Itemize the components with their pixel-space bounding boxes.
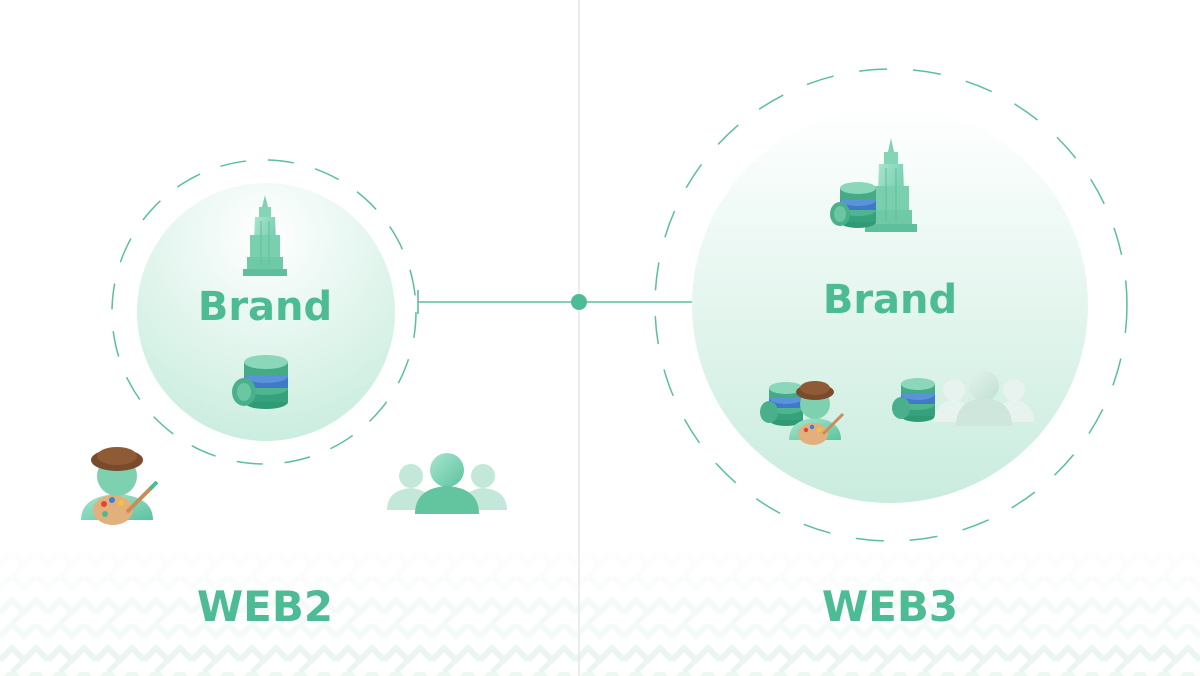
building-icon xyxy=(865,138,917,232)
web2-circle xyxy=(137,183,395,441)
web2-section-label: WEB2 xyxy=(196,582,334,631)
community-icon xyxy=(934,371,1034,426)
web3-brand-label: Brand xyxy=(822,277,958,323)
coin-stack-icon xyxy=(892,378,935,422)
building-icon xyxy=(243,195,287,276)
community-icon xyxy=(387,453,507,514)
connector-node xyxy=(571,294,587,310)
web2-dashed-ring xyxy=(111,159,417,465)
artist-icon xyxy=(81,447,159,525)
artist-icon xyxy=(789,381,845,445)
web3-dashed-ring xyxy=(654,68,1128,542)
coin-stack-icon xyxy=(232,355,288,409)
web3-section-label: WEB3 xyxy=(821,582,959,631)
coin-stack-icon xyxy=(830,182,876,228)
coin-stack-icon xyxy=(760,382,803,426)
pattern-band xyxy=(0,545,1200,676)
web2-brand-label: Brand xyxy=(197,284,333,330)
